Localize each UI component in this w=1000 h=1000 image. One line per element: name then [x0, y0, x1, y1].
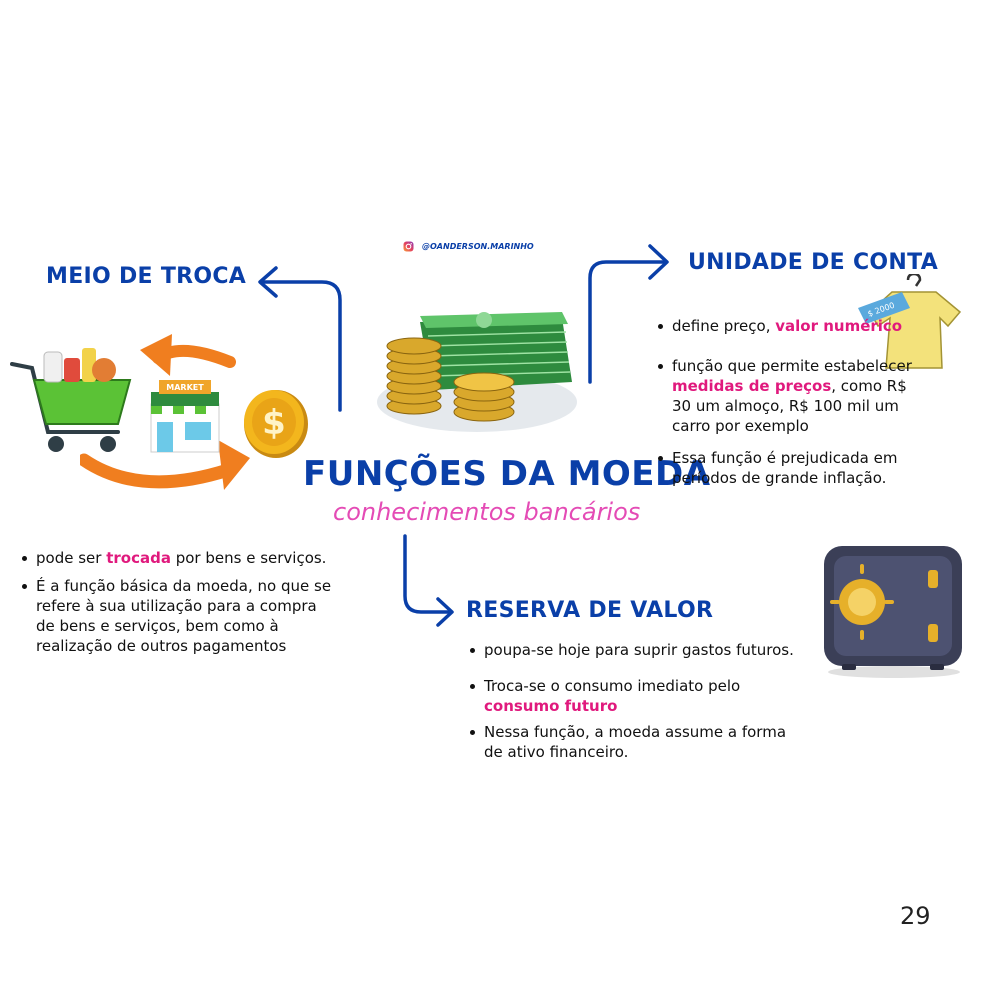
safe-icon	[824, 546, 962, 678]
list-item: função que permite estabelecer medidas d…	[656, 356, 918, 436]
shopping-cart-icon	[10, 348, 132, 452]
page-number: 29	[900, 902, 931, 930]
instagram-handle: @OANDERSON.MARINHO	[422, 242, 534, 251]
list-item: É a função básica da moeda, no que se re…	[20, 576, 340, 656]
market-store-icon: MARKET	[150, 380, 220, 453]
list-item: pode ser trocada por bens e serviços.	[20, 548, 340, 568]
instagram-credit[interactable]: @OANDERSON.MARINHO	[403, 241, 534, 252]
list-item: define preço, valor numérico	[656, 316, 918, 336]
reserva-de-valor-list: poupa-se hoje para suprir gastos futuros…	[468, 640, 798, 762]
page-title: FUNÇÕES DA MOEDA	[303, 454, 711, 494]
dollar-coin-icon: $	[244, 390, 308, 458]
arrow-to-reserva-de-valor	[403, 534, 452, 614]
money-stack-icon	[377, 312, 577, 432]
unidade-de-conta-heading: UNIDADE DE CONTA	[688, 250, 939, 275]
list-item: Troca-se o consumo imediato pelo consumo…	[468, 676, 798, 716]
arrow-to-meio-de-troca	[260, 280, 342, 412]
list-item: poupa-se hoje para suprir gastos futuros…	[468, 640, 798, 660]
arrow-to-unidade-de-conta	[588, 260, 666, 384]
page-subtitle: conhecimentos bancários	[333, 498, 641, 526]
list-item: Nessa função, a moeda assume a forma de …	[468, 722, 798, 762]
market-sign: MARKET	[166, 383, 204, 392]
unidade-de-conta-list: define preço, valor numérico função que …	[656, 316, 918, 488]
svg-text:$: $	[262, 403, 286, 443]
reserva-de-valor-heading: RESERVA DE VALOR	[466, 598, 714, 623]
meio-de-troca-heading: MEIO DE TROCA	[46, 264, 247, 289]
shirt-price-tag-icon: $ 2000	[858, 274, 962, 369]
list-item: Essa função é prejudicada em períodos de…	[656, 448, 918, 488]
exchange-arrows-icon	[80, 334, 250, 490]
instagram-icon	[403, 241, 414, 252]
meio-de-troca-list: pode ser trocada por bens e serviços. É …	[20, 548, 340, 656]
